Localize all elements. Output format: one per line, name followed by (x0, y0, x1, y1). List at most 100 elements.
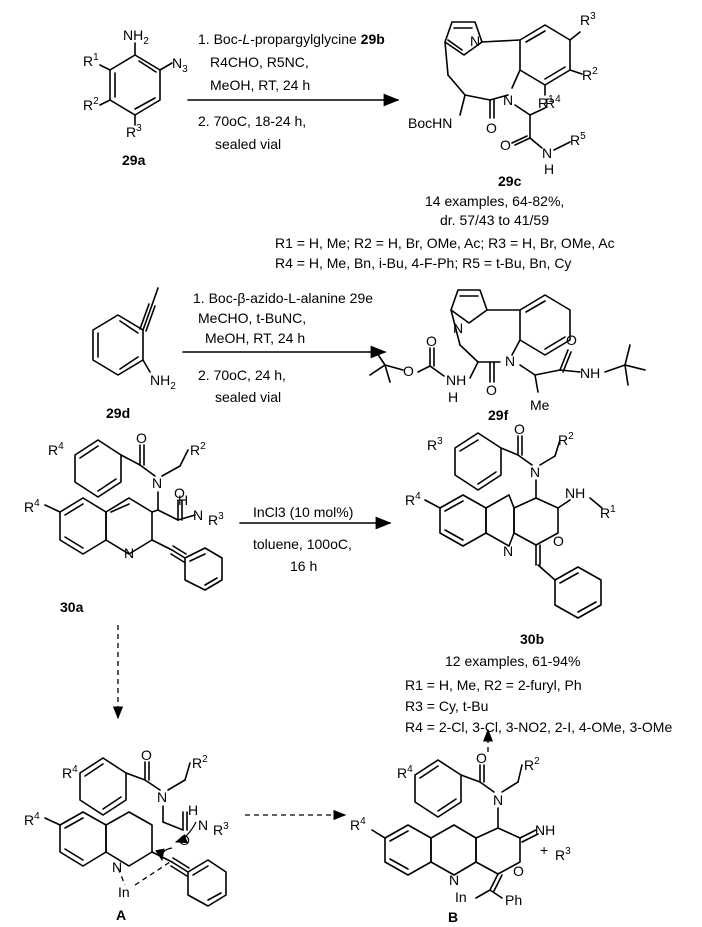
n3-label: N3 (172, 55, 188, 75)
nh-n-B: NH (535, 822, 555, 838)
quinoline-n-30b: N (503, 543, 513, 559)
conditions-reaction3: InCl3 (10 mol%) toluene, 100oC, 16 h (239, 504, 392, 574)
r2-label-29c: R2 (582, 66, 598, 83)
r3-label-29c: R3 (580, 11, 596, 28)
cond1-step1-line1: 1. Boc-L-propargylglycine 29b (198, 31, 385, 47)
nh2-label: NH2 (123, 27, 149, 47)
plus-B: + (540, 842, 548, 858)
r1-label: R1 (83, 52, 99, 69)
indium-A: In (118, 884, 130, 900)
cond1-step1-line3: MeOH, RT, 24 h (210, 77, 310, 93)
cond1-step2-line1: 2. 70oC, 18-24 h, (198, 113, 306, 129)
quinoline-n-30a: N (124, 545, 134, 561)
ester-o-29f: O (403, 363, 414, 379)
compound-label-29d: 29d (106, 405, 130, 421)
r5-label-29c: R5 (570, 131, 586, 148)
r4-label-B-top: R4 (397, 764, 413, 781)
reactant-29a: NH2 N3 R1 R2 R3 29a (83, 27, 188, 168)
carbonyl-o-29f: O (486, 382, 497, 398)
cond1-step1-line2: R4CHO, R5NC, (210, 54, 309, 70)
r3-label: R3 (126, 123, 142, 140)
nh2-label-29d: NH2 (150, 372, 176, 392)
ring-o-30b: O (553, 533, 564, 549)
product-29c: N R3 R2 R1 N O BocHN R4 O N H R (408, 11, 598, 189)
amide-o-30a: O (174, 485, 185, 501)
r2-label: R2 (83, 96, 99, 113)
phenyl-B: Ph (505, 892, 522, 908)
cond3-line2: toluene, 100oC, (253, 536, 352, 552)
amide-n-29c: N (503, 92, 513, 108)
nh-h-A: H (188, 802, 198, 818)
r2-label-A: R2 (192, 754, 208, 771)
r3-label-B: R3 (555, 846, 571, 863)
amide-n-B: N (493, 792, 503, 808)
r4-label-A: R4 (24, 811, 40, 828)
nh-h-30a: H (178, 492, 188, 508)
cond2-step1-line1: 1. Boc-β-azido-L-alanine 29e (193, 290, 373, 306)
carbamate-o-29f: O (426, 333, 437, 349)
nh-h-29c: H (544, 161, 554, 177)
substituents-line2: R4 = H, Me, Bn, i-Bu, 4-F-Ph; R5 = t-Bu,… (275, 255, 571, 271)
compound-label-29f: 29f (488, 407, 509, 423)
nh-n-30b: NH (565, 485, 585, 501)
nh-n-A: N (198, 817, 208, 833)
indium-B: In (455, 889, 467, 905)
reactant-30a: R4 O N R2 O N H R3 N R4 30a (24, 430, 224, 615)
nh-n-29f: NH (446, 372, 466, 388)
r4-label-30a-top: R4 (48, 441, 64, 458)
r2-label-30b: R2 (558, 431, 574, 448)
r1-label-30b: R1 (600, 504, 616, 521)
cond2-step1-line2: MeCHO, t-BuNC, (198, 310, 306, 326)
carbonyl-o-30a: O (136, 430, 147, 446)
carbonyl-o-B: O (476, 750, 487, 766)
cond2-step2-line2: sealed vial (215, 389, 281, 405)
carbonyl-o-A: O (141, 747, 152, 763)
r2-label-B: R2 (524, 756, 540, 773)
r4-label-A-top: R4 (62, 764, 78, 781)
amide-n-29f: N (505, 353, 515, 369)
substituents-30b-line3: R4 = 2-Cl, 3-Cl, 3-NO2, 2-I, 4-OMe, 3-OM… (405, 719, 672, 735)
compound-label-30a: 30a (60, 599, 84, 615)
r4-label-B: R4 (350, 816, 366, 833)
quinoline-n-A: N (112, 859, 122, 875)
cond1-step2-line2: sealed vial (215, 136, 281, 152)
cond2-step2-line1: 2. 70oC, 24 h, (198, 367, 286, 383)
nh-n-30a: N (193, 507, 203, 523)
bochn-label: BocHN (408, 115, 452, 131)
dr-29c: dr. 57/43 to 41/59 (440, 212, 549, 228)
reactant-29d: NH2 29d (92, 287, 176, 421)
cond3-line1: InCl3 (10 mol%) (253, 504, 353, 520)
intermediate-A: R4 O N R2 O H N R3 N R4 In (24, 747, 229, 923)
compound-label-29a: 29a (122, 152, 146, 168)
r1-label-29c: R1 (538, 94, 554, 111)
carbonyl-o-29c: O (486, 120, 497, 136)
product-29f: N N O NH H O O Me O NH (369, 289, 646, 423)
cond3-line3: 16 h (290, 558, 317, 574)
r2-label-30a: R2 (190, 441, 206, 458)
intermediate-B: R4 O N R2 NH + R3 O N R4 In Ph B (350, 750, 571, 925)
product-30b: R3 O N R2 NH R1 O N R4 30b (405, 421, 616, 647)
yield-29c: 14 examples, 64-82%, (425, 193, 564, 209)
conditions-reaction2: 1. Boc-β-azido-L-alanine 29e MeCHO, t-Bu… (182, 290, 387, 405)
compound-label-30b: 30b (520, 631, 544, 647)
triazole-n-29f: N (453, 320, 463, 336)
methyl-29f: Me (530, 397, 550, 413)
amide-o-29f: O (566, 332, 577, 348)
amide-o-29c: O (500, 137, 511, 153)
nh-h-29f: H (448, 389, 458, 405)
conditions-reaction1: 1. Boc-L-propargylglycine 29b R4CHO, R5N… (187, 31, 400, 152)
nh-n-29c: N (542, 145, 552, 161)
nh-29f-amide: NH (580, 365, 600, 381)
carbonyl-o-30b: O (514, 421, 525, 437)
r3-label-A: R3 (213, 821, 229, 838)
cond2-step1-line3: MeOH, RT, 24 h (205, 330, 305, 346)
substituents-30b-line2: R3 = Cy, t-Bu (405, 698, 488, 714)
triazole-n: N (470, 33, 480, 49)
substituents-30b-line1: R1 = H, Me, R2 = 2-furyl, Ph (405, 677, 582, 693)
r4-label-30a: R4 (24, 498, 40, 515)
r4-label-30b: R4 (405, 491, 421, 508)
amide-n-30a: N (152, 475, 162, 491)
intermediate-label-B: B (448, 909, 458, 925)
r3-label-30a: R3 (208, 511, 224, 528)
